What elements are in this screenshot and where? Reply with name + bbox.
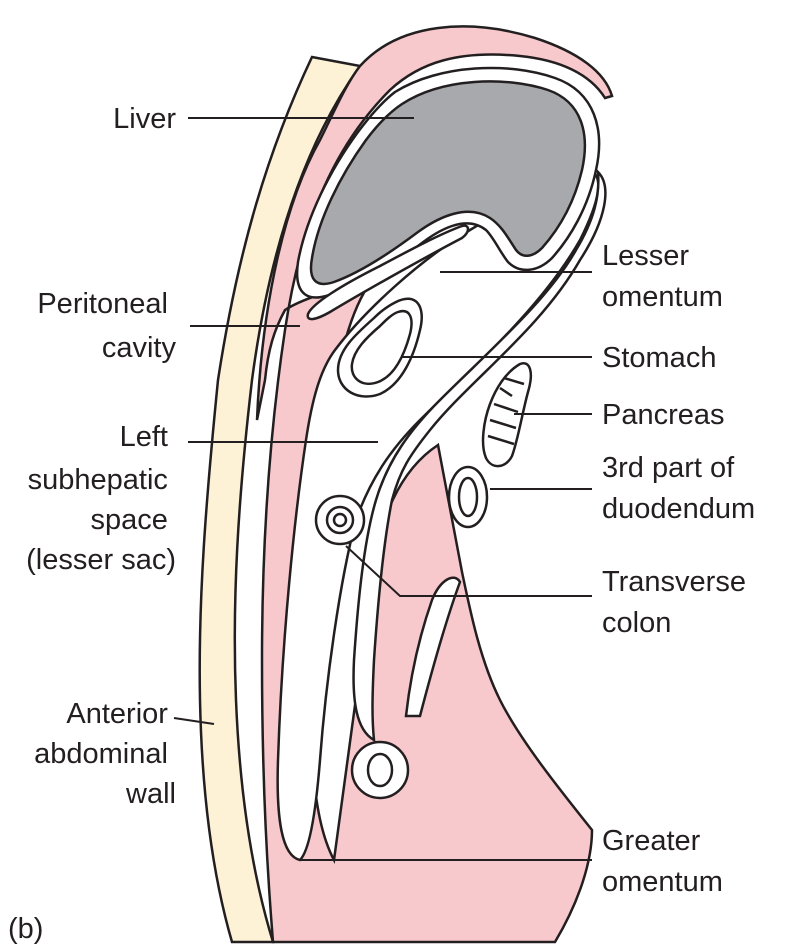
- liver-shape: [309, 80, 587, 286]
- duodenum-organ: [447, 465, 489, 529]
- label-liver: Liver: [113, 103, 176, 135]
- bowel-loop-organ: [350, 576, 462, 800]
- label-anterior-abdominal-wall: Anterior abdominal wall: [34, 698, 176, 810]
- label-transverse-colon: Transverse colon: [602, 566, 754, 639]
- peritoneum-shape: [255, 25, 614, 944]
- label-duodendum: 3rd part of duodendum: [602, 452, 755, 525]
- label-greater-omentum: Greater omentum: [602, 825, 723, 898]
- transverse-colon-organ: [314, 494, 366, 546]
- liver-reflection-shape: [306, 224, 470, 321]
- label-peritoneal-cavity: Peritoneal cavity: [37, 288, 176, 364]
- omentum-fold-shape: [352, 168, 607, 743]
- label-left-subhepatic-space: Left subhepatic space (lesser sac): [26, 421, 176, 576]
- leader-anterior-abdominal-wall: [173, 717, 215, 725]
- leader-transverse-colon: [345, 545, 592, 597]
- panel-label: (b): [8, 913, 43, 945]
- label-stomach: Stomach: [602, 342, 716, 374]
- label-lesser-omentum: Lesser omentum: [602, 240, 723, 313]
- label-pancreas: Pancreas: [602, 399, 725, 431]
- pancreas-organ: [481, 362, 532, 468]
- stomach-organ: [336, 297, 423, 398]
